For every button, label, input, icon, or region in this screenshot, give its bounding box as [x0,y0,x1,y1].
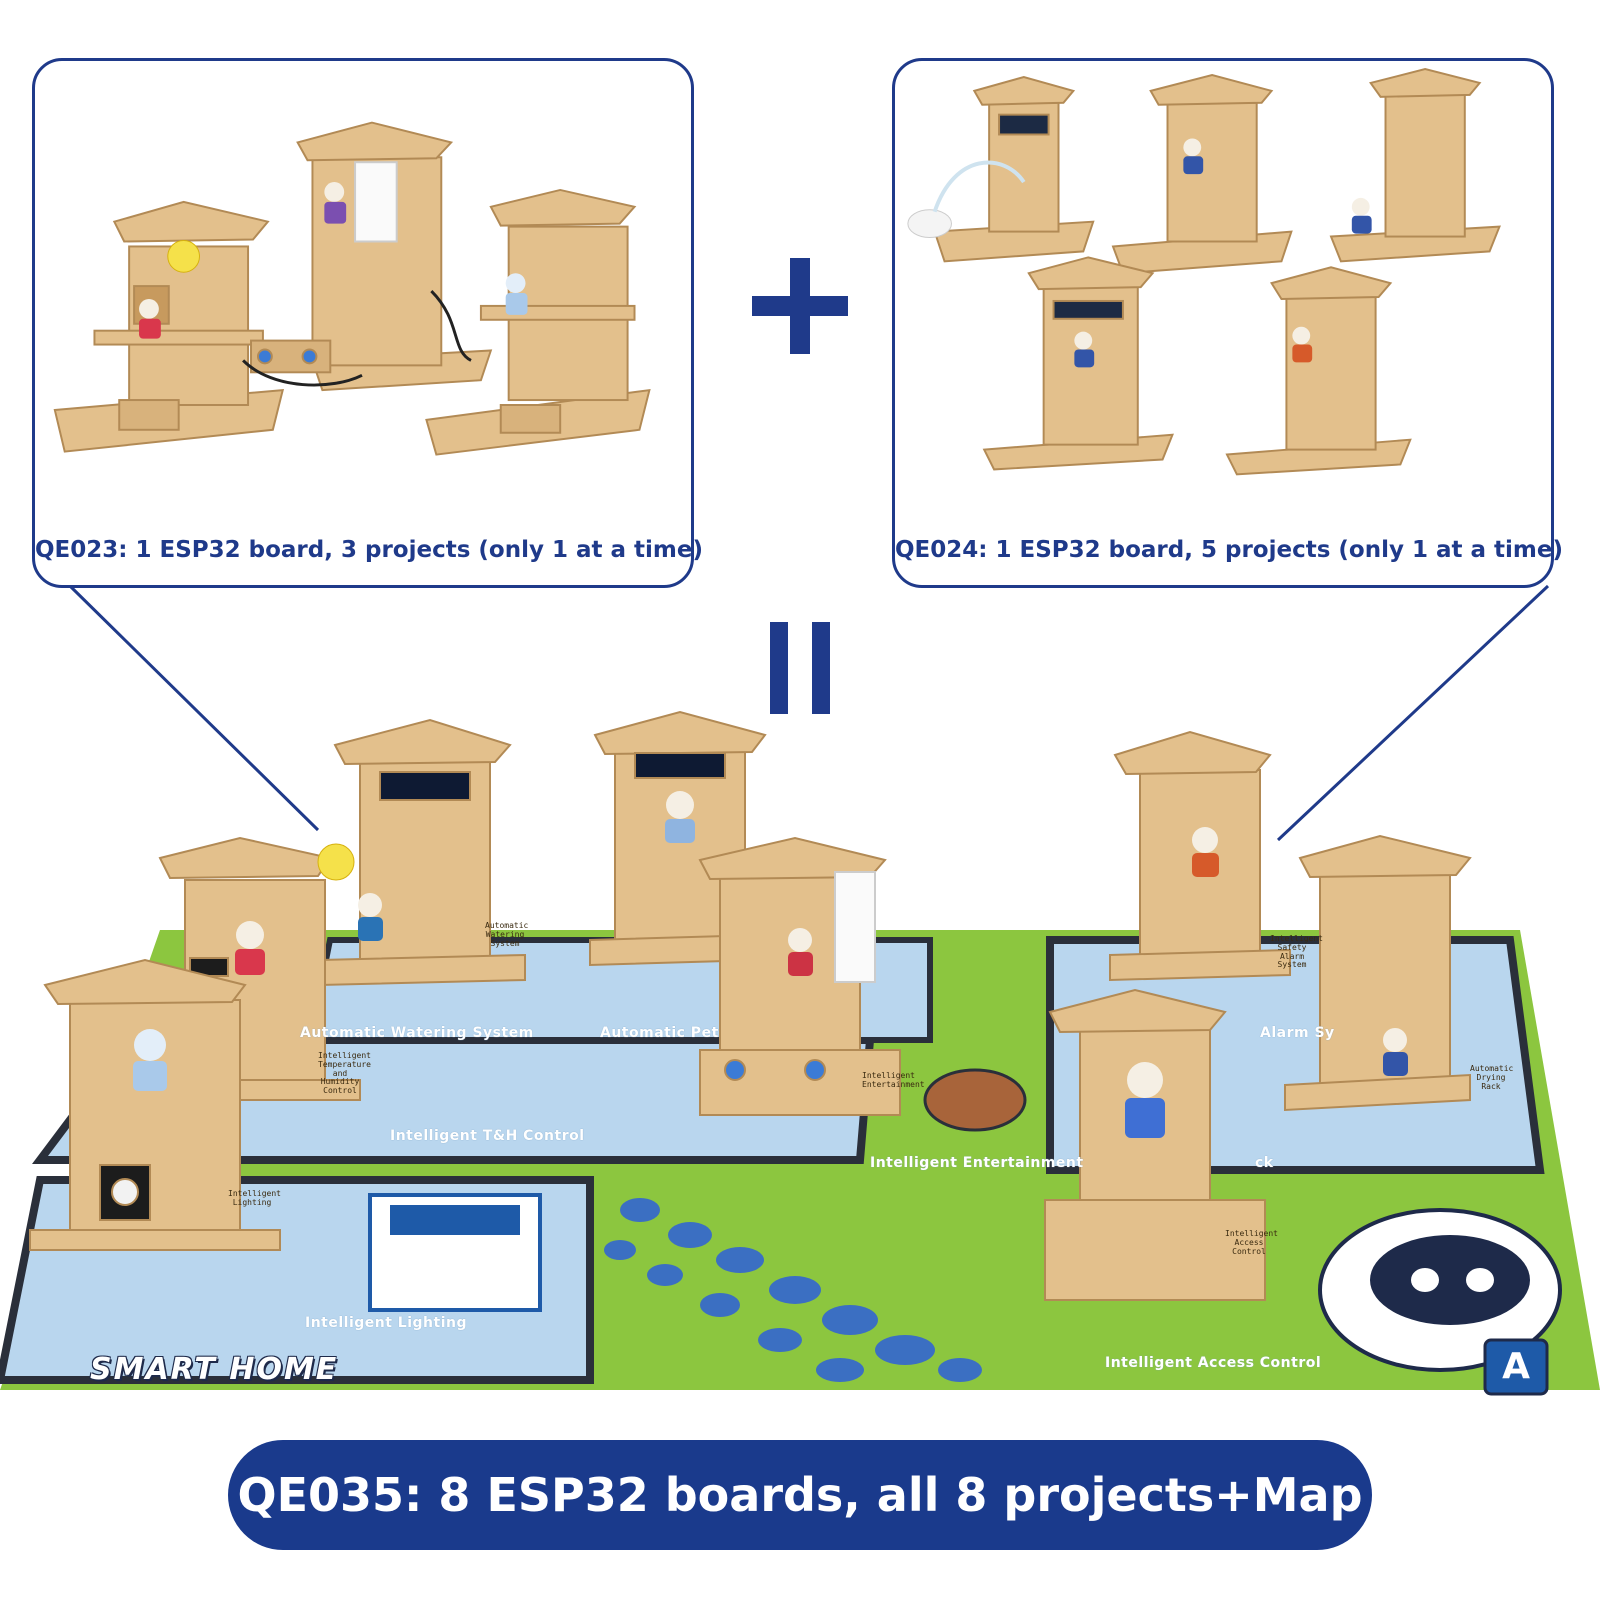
wood-house-model [53,200,285,453]
wood-house-model [250,121,493,392]
fan-blades [167,240,200,273]
map-zone-lighting: Intelligent Lighting [305,1315,467,1331]
mascot-figure [324,182,347,224]
equals-sign [770,622,830,714]
map-zone-alarm: Alarm Sy [1260,1025,1335,1041]
mascot-figures [133,791,1408,1138]
mascot-badge-letter: A [1502,1346,1530,1387]
mascot-figure [505,273,528,315]
smart-home-brand: SMART HOME [90,1352,339,1387]
stone-path [604,1198,982,1382]
qe024-panel: QE024: 1 ESP32 board, 5 projects (only 1… [892,58,1563,588]
qe035-banner-text: QE035: 8 ESP32 boards, all 8 projects+Ma… [237,1468,1363,1522]
map-zone-pet: Automatic Pet [600,1025,719,1041]
board-sign-drying: Automatic Drying Rack [1470,1064,1514,1091]
mascot-figure [139,298,161,339]
map-zone-watering: Automatic Watering System [300,1025,534,1041]
board-sign-th: Intelligent Temperature and Humidity Con… [318,1051,371,1096]
mascot-robot-illustration [1318,1208,1562,1396]
board-sign-entertainment: Intelligent Entertainment [862,1071,925,1089]
map-zone-entertainment: Intelligent Entertainment [870,1155,1084,1171]
map-zone-access-control: Intelligent Access Control [1105,1355,1322,1371]
qe024-caption: QE024: 1 ESP32 board, 5 projects (only 1… [895,537,1563,563]
plus-sign [752,258,848,354]
mascot-figure [1074,138,1372,368]
smart-home-map-scene [0,710,1600,1396]
qe023-kit-illustration [53,121,651,456]
map-zone-rack: ck [1255,1155,1274,1171]
wood-house-model [933,68,1501,476]
qe023-panel: QE023: 1 ESP32 board, 3 projects (only 1… [32,58,703,588]
white-button [111,1178,139,1206]
qe035-banner: QE035: 8 ESP32 boards, all 8 projects+Ma… [228,1440,1372,1550]
wood-house-model [425,188,651,456]
water-cup [907,209,952,239]
fan-blades [317,843,355,881]
board-sign-lighting: Intelligent Lighting [228,1189,281,1207]
qe024-kit-illustration [907,68,1501,476]
map-zone-th-control: Intelligent T&H Control [390,1128,585,1144]
qe023-caption: QE023: 1 ESP32 board, 3 projects (only 1… [35,537,703,563]
board-sign-alarm: Intelligent Safety Alarm System [1270,934,1323,970]
board-sign-watering: Automatic Watering System [485,921,529,948]
board-sign-access: Intelligent Access Control [1225,1229,1278,1256]
dining-table-icon [923,1068,1027,1132]
